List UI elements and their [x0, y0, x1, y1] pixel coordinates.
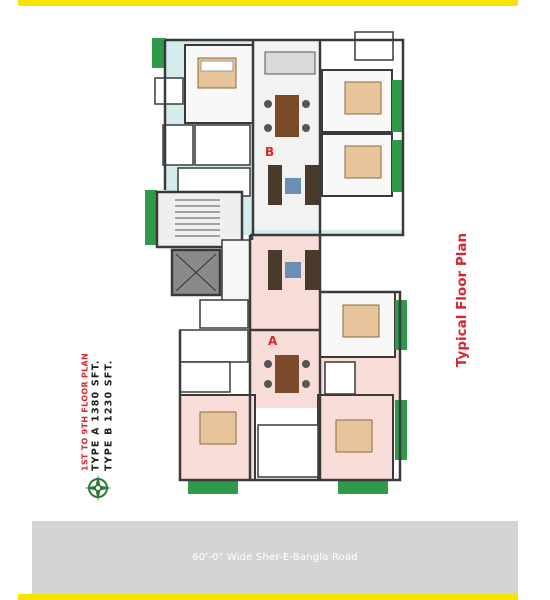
- chair-icon: [302, 380, 310, 388]
- dining-table-icon: [275, 95, 299, 137]
- bottom-accent-bar: [18, 594, 518, 600]
- sofa-icon: [305, 165, 319, 205]
- chair-icon: [302, 124, 310, 132]
- sofa-icon: [305, 250, 319, 290]
- balcony-icon: [392, 140, 404, 192]
- road-strip: 60'-0" Wide Sher-E-Bangla Road: [32, 521, 518, 594]
- unit-marker-a: A: [268, 334, 278, 348]
- balcony-icon: [392, 80, 404, 132]
- bed-icon: [344, 81, 382, 115]
- bed-icon: [335, 419, 373, 453]
- pillow-icon: [200, 60, 234, 72]
- stair-steps-icon: [175, 199, 220, 237]
- chair-icon: [302, 360, 310, 368]
- sofa-icon: [268, 250, 282, 290]
- kitchen-room: [194, 124, 251, 166]
- coffee-table-icon: [285, 178, 301, 194]
- toilet-room: [354, 31, 394, 61]
- balcony-icon: [152, 38, 166, 68]
- unit-a-study: [257, 424, 319, 478]
- unit-type-b: TYPE B 1230 SFT.: [103, 359, 115, 472]
- top-accent-bar: [18, 0, 518, 6]
- floor-info-block: 1ST TO 9TH FLOOR PLAN TYPE A 1380 SFT. T…: [81, 353, 116, 471]
- chair-icon: [264, 380, 272, 388]
- chair-icon: [264, 100, 272, 108]
- coffee-table-icon: [285, 262, 301, 278]
- sofa-icon: [268, 165, 282, 205]
- toilet-room: [154, 77, 184, 105]
- kitchen-room: [179, 329, 249, 363]
- bed-icon: [199, 411, 237, 445]
- unit-marker-b: B: [265, 145, 274, 159]
- dining-table-icon: [275, 355, 299, 393]
- toilet-room: [199, 299, 249, 329]
- tv-unit-icon: [264, 51, 316, 75]
- bed-icon: [344, 145, 382, 179]
- balcony-icon: [338, 480, 388, 494]
- plan-title: Typical Floor Plan: [454, 232, 470, 368]
- chair-icon: [302, 100, 310, 108]
- outer-walls: [163, 38, 405, 482]
- building-core: [145, 190, 253, 303]
- balcony-icon: [145, 190, 157, 245]
- road-label: 60'-0" Wide Sher-E-Bangla Road: [192, 552, 358, 563]
- lobby: [221, 239, 253, 303]
- chair-icon: [264, 360, 272, 368]
- unit-type-a: TYPE A 1380 SFT.: [90, 359, 102, 472]
- balcony-icon: [188, 480, 238, 494]
- toilet-room: [324, 361, 356, 395]
- toilet-room: [162, 124, 194, 166]
- compass-icon: [85, 475, 111, 501]
- bed-icon: [342, 304, 380, 338]
- chair-icon: [264, 124, 272, 132]
- floor-heading: 1ST TO 9TH FLOOR PLAN: [80, 352, 90, 472]
- stair-core: [155, 190, 244, 249]
- toilet-room: [179, 361, 231, 393]
